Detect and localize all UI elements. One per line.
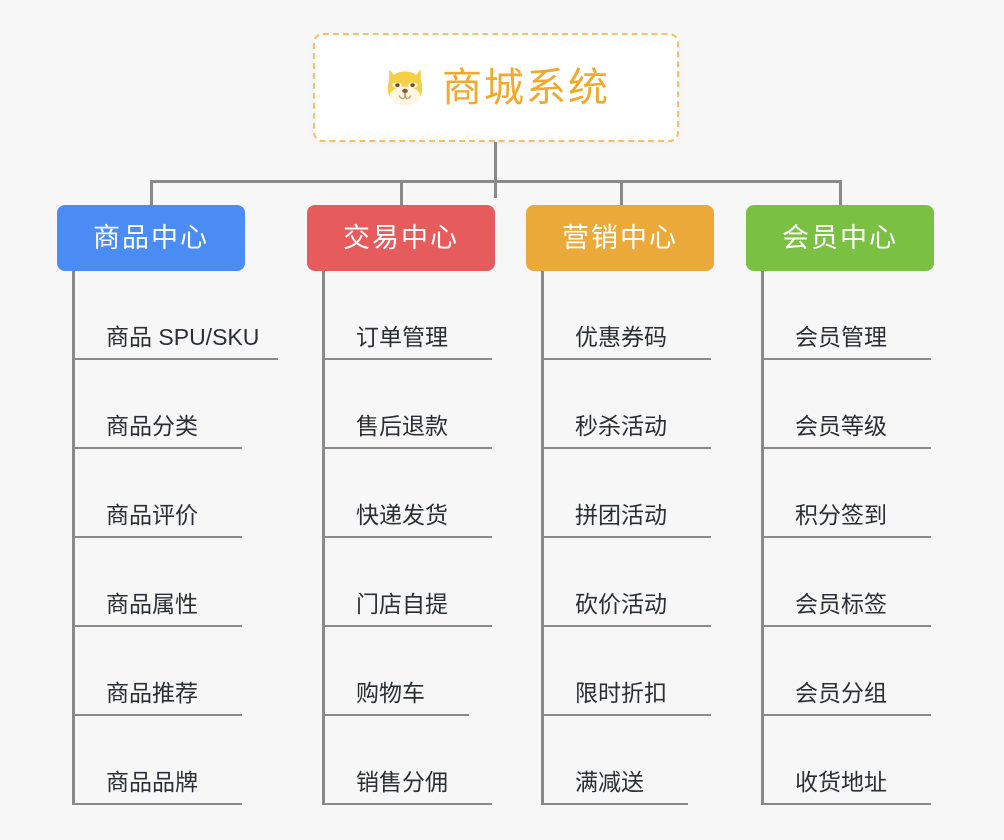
- leaf-item-3-1[interactable]: 优惠券码: [541, 271, 711, 360]
- leaf-item-2-1[interactable]: 订单管理: [322, 271, 492, 360]
- leaf-label-4-2: 会员等级: [795, 413, 887, 439]
- leaf-label-1-1: 商品 SPU/SKU: [106, 324, 260, 350]
- leaf-label-3-3: 拼团活动: [575, 502, 667, 528]
- branch-rail-4: [761, 271, 764, 805]
- connector-drop-2: [400, 180, 403, 206]
- leaf-label-2-4: 门店自提: [356, 591, 448, 617]
- leaf-item-2-5[interactable]: 购物车: [322, 627, 469, 716]
- leaf-label-2-3: 快递发货: [356, 502, 448, 528]
- category-title-4: 会员中心: [782, 222, 898, 253]
- leaf-label-4-4: 会员标签: [795, 591, 887, 617]
- leaf-label-4-6: 收货地址: [795, 769, 887, 795]
- category-box-4[interactable]: 会员中心: [746, 205, 934, 271]
- leaf-item-3-6[interactable]: 满减送: [541, 716, 688, 805]
- leaf-label-2-5: 购物车: [356, 680, 425, 706]
- connector-drop-3: [620, 180, 623, 206]
- leaf-item-1-1[interactable]: 商品 SPU/SKU: [72, 271, 278, 360]
- root-node-mall-system[interactable]: 商城系统: [313, 33, 679, 142]
- leaf-item-4-2[interactable]: 会员等级: [761, 360, 931, 449]
- leaf-label-1-5: 商品推荐: [106, 680, 198, 706]
- leaf-label-3-2: 秒杀活动: [575, 413, 667, 439]
- category-box-2[interactable]: 交易中心: [307, 205, 495, 271]
- leaf-item-3-5[interactable]: 限时折扣: [541, 627, 711, 716]
- category-title-1: 商品中心: [93, 222, 209, 253]
- category-title-3: 营销中心: [562, 222, 678, 253]
- connector-horizontal-bus: [150, 180, 842, 183]
- leaf-label-1-6: 商品品牌: [106, 769, 198, 795]
- leaf-item-4-4[interactable]: 会员标签: [761, 538, 931, 627]
- leaf-item-3-2[interactable]: 秒杀活动: [541, 360, 711, 449]
- leaf-item-2-4[interactable]: 门店自提: [322, 538, 492, 627]
- leaf-item-4-1[interactable]: 会员管理: [761, 271, 931, 360]
- root-node-content: 商城系统: [382, 65, 610, 111]
- category-title-2: 交易中心: [343, 222, 459, 253]
- leaf-label-4-1: 会员管理: [795, 324, 887, 350]
- category-box-1[interactable]: 商品中心: [57, 205, 245, 271]
- leaf-label-3-1: 优惠券码: [575, 324, 667, 350]
- leaf-label-3-4: 砍价活动: [575, 591, 667, 617]
- category-box-3[interactable]: 营销中心: [526, 205, 714, 271]
- branch-rail-1: [72, 271, 75, 805]
- leaf-label-4-3: 积分签到: [795, 502, 887, 528]
- connector-drop-4: [839, 180, 842, 206]
- leaf-item-3-3[interactable]: 拼团活动: [541, 449, 711, 538]
- root-node-title: 商城系统: [442, 65, 610, 110]
- leaf-item-2-6[interactable]: 销售分佣: [322, 716, 492, 805]
- leaf-item-1-3[interactable]: 商品评价: [72, 449, 242, 538]
- leaf-label-3-6: 满减送: [575, 769, 644, 795]
- leaf-item-1-6[interactable]: 商品品牌: [72, 716, 242, 805]
- leaf-label-4-5: 会员分组: [795, 680, 887, 706]
- leaf-item-4-6[interactable]: 收货地址: [761, 716, 931, 805]
- connector-root-trunk: [494, 142, 497, 198]
- leaf-label-3-5: 限时折扣: [575, 680, 667, 706]
- leaf-item-2-2[interactable]: 售后退款: [322, 360, 492, 449]
- leaf-label-1-4: 商品属性: [106, 591, 198, 617]
- leaf-item-4-3[interactable]: 积分签到: [761, 449, 931, 538]
- leaf-item-2-3[interactable]: 快递发货: [322, 449, 492, 538]
- leaf-item-1-4[interactable]: 商品属性: [72, 538, 242, 627]
- leaf-item-4-5[interactable]: 会员分组: [761, 627, 931, 716]
- branch-rail-2: [322, 271, 325, 805]
- shiba-dog-face-icon: [387, 68, 423, 105]
- leaf-label-2-6: 销售分佣: [356, 769, 448, 795]
- leaf-item-3-4[interactable]: 砍价活动: [541, 538, 711, 627]
- leaf-item-1-5[interactable]: 商品推荐: [72, 627, 242, 716]
- branch-rail-3: [541, 271, 544, 805]
- connector-drop-1: [150, 180, 153, 206]
- leaf-label-1-2: 商品分类: [106, 413, 198, 439]
- leaf-label-2-2: 售后退款: [356, 413, 448, 439]
- leaf-label-1-3: 商品评价: [106, 502, 198, 528]
- leaf-label-2-1: 订单管理: [356, 324, 448, 350]
- leaf-item-1-2[interactable]: 商品分类: [72, 360, 242, 449]
